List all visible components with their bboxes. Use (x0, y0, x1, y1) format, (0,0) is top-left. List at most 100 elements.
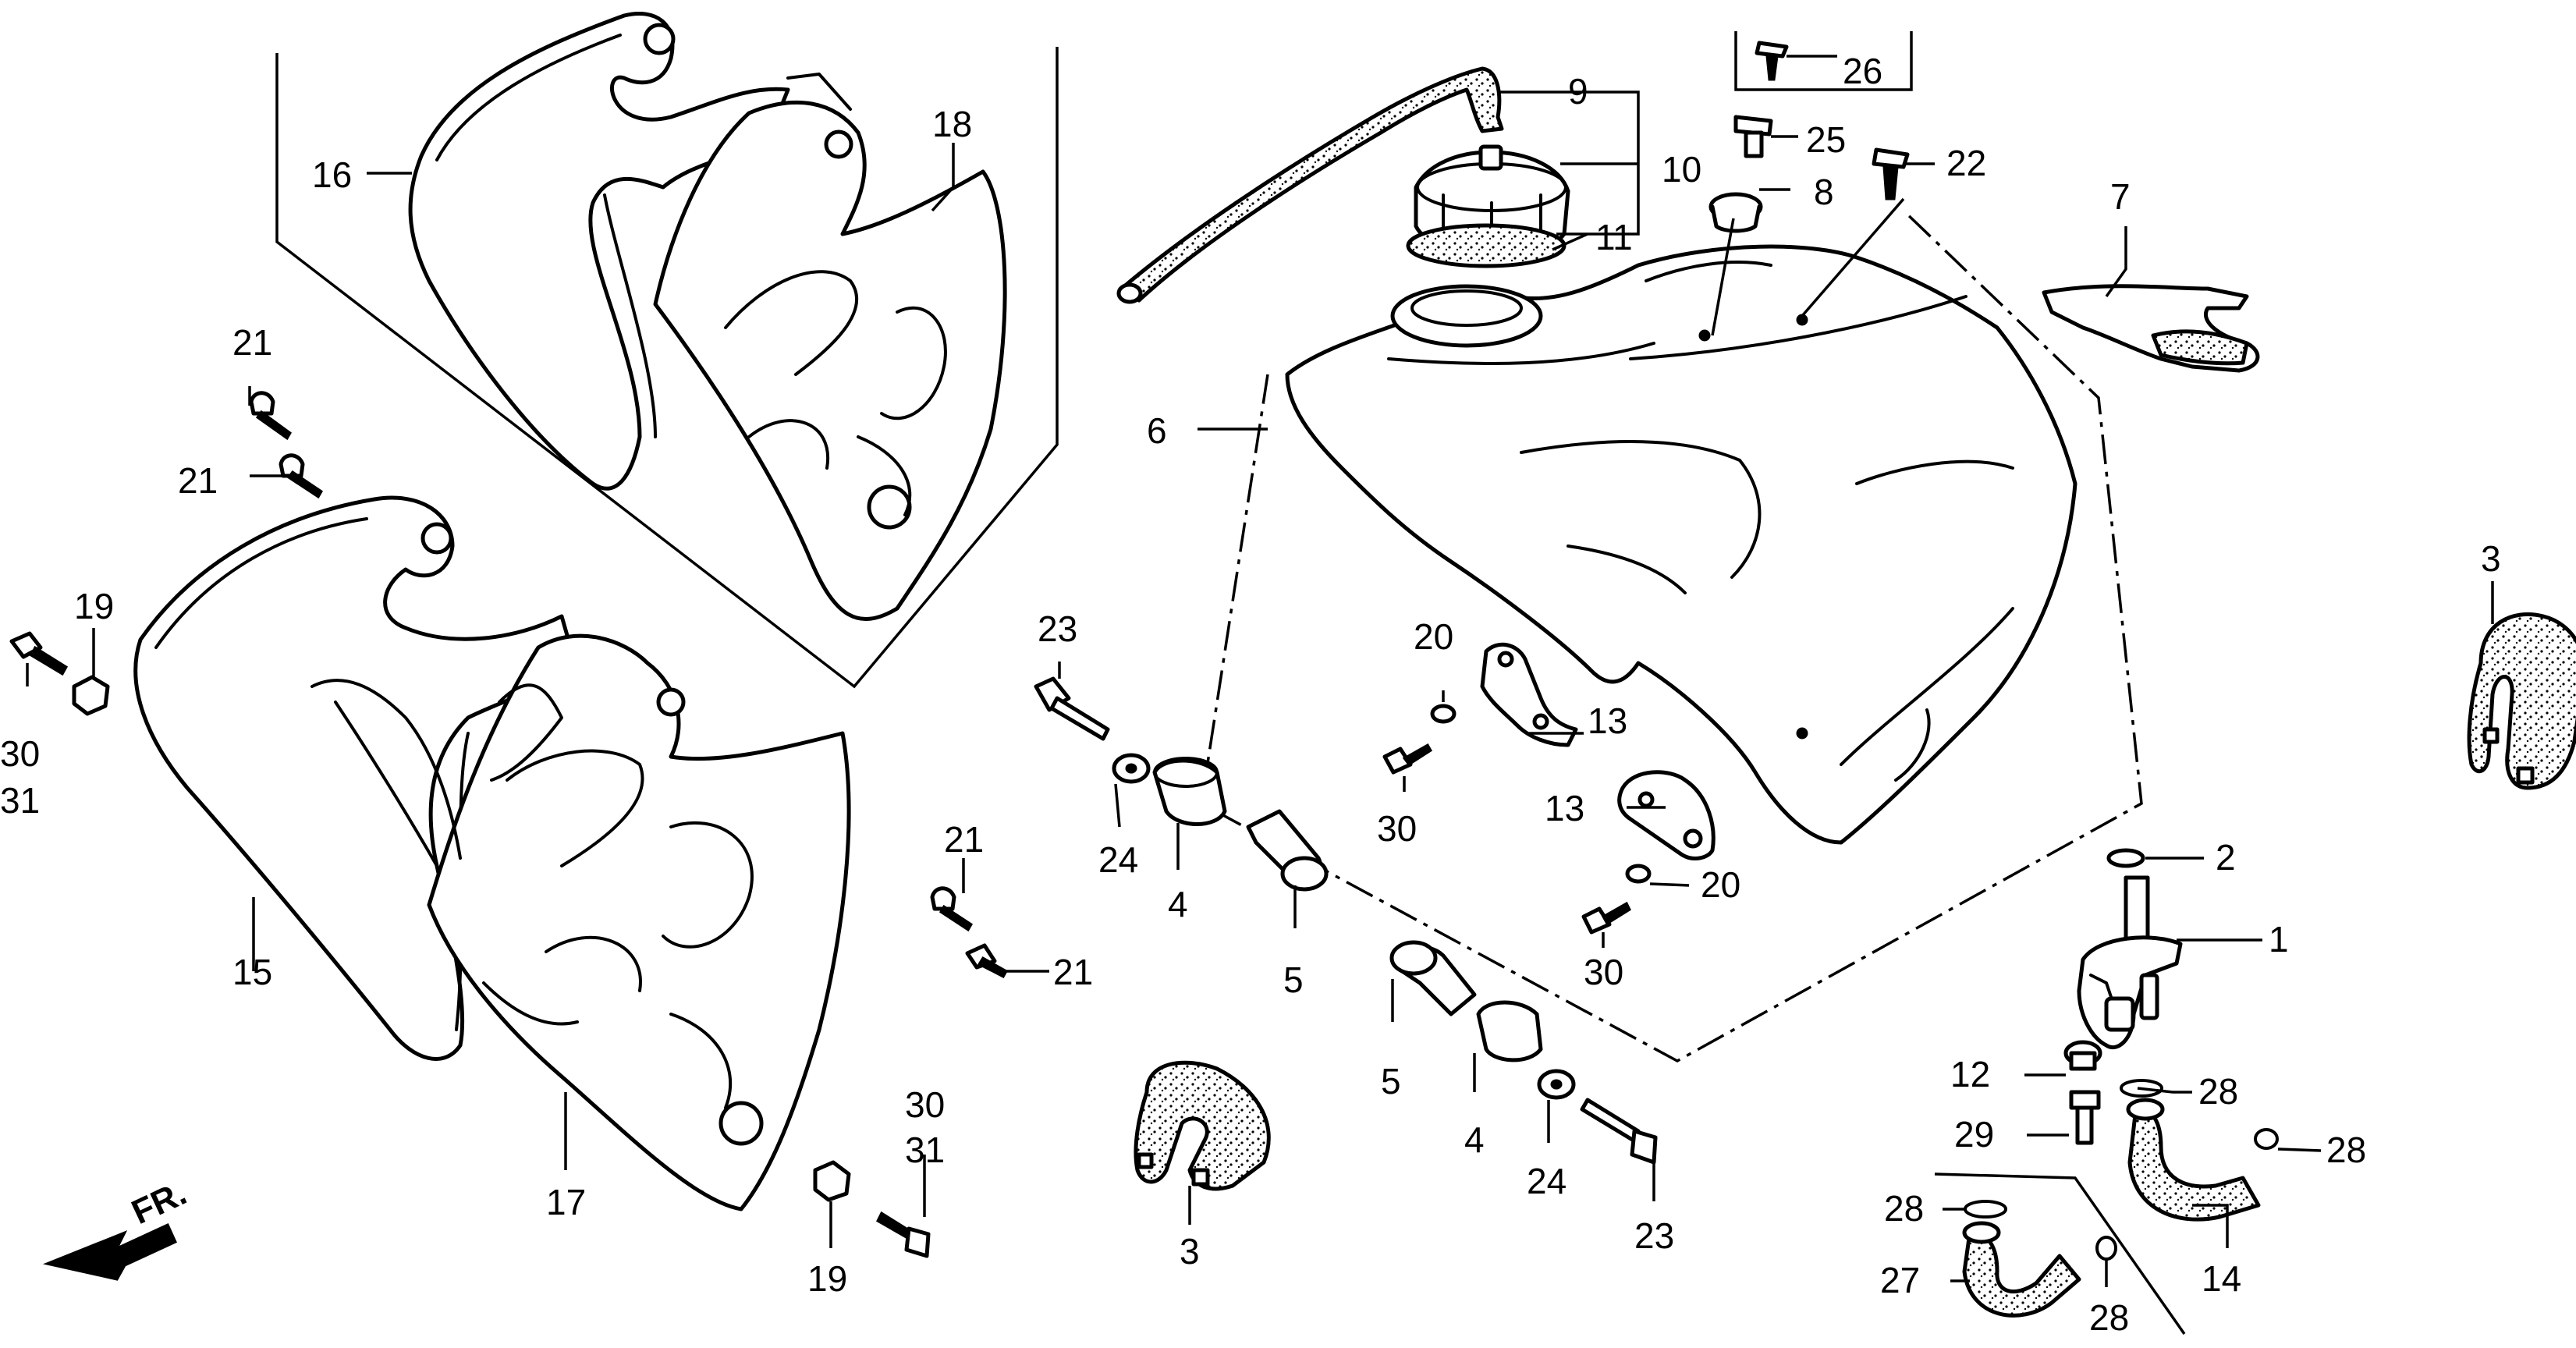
callout-8: 8 (1814, 172, 1834, 212)
callout-2: 2 (2216, 837, 2236, 878)
callout-15: 15 (232, 952, 272, 992)
collar-19-left (72, 675, 110, 716)
callout-labels: 16 18 21 21 19 30 31 15 17 19 30 31 21 2… (0, 51, 2501, 1338)
bolt-23-right (1580, 1098, 1658, 1165)
clip-28-d (2095, 1236, 2117, 1261)
screw-21-a (249, 391, 292, 441)
callout-25: 25 (1806, 119, 1846, 160)
callout-21: 21 (944, 819, 984, 860)
callout-11: 11 (1595, 217, 1633, 257)
washer-12 (2063, 1040, 2102, 1071)
cap-gasket-11 (1406, 223, 1567, 268)
bolt-23-left (1034, 676, 1110, 741)
fuel-valve-1 (2077, 875, 2183, 1049)
callout-18: 18 (932, 104, 972, 144)
callout-22: 22 (1946, 143, 1986, 183)
screw-25 (1733, 115, 1773, 158)
fuel-line-frame (1934, 1172, 2186, 1336)
clip-28-b (2254, 1128, 2279, 1150)
collar-5-left (1246, 809, 1329, 892)
washer-24-right (1537, 1069, 1576, 1100)
bolt-30-upper (1382, 743, 1433, 775)
leader-lines (26, 55, 2494, 1287)
callout-20: 20 (1414, 616, 1453, 657)
callout-31: 31 (0, 780, 40, 821)
callout-13: 13 (1588, 701, 1627, 741)
washer-24-left (1112, 753, 1151, 784)
clip-28-c (1964, 1200, 2007, 1219)
bracket-13-upper (1480, 642, 1578, 747)
bolt-29 (2069, 1090, 2101, 1145)
callout-13: 13 (1545, 788, 1584, 828)
callout-28: 28 (1884, 1188, 1924, 1229)
callout-16: 16 (312, 154, 352, 195)
callout-14: 14 (2202, 1258, 2241, 1299)
callout-4: 4 (1464, 1119, 1485, 1160)
collar-20-lower (1625, 864, 1652, 884)
screw-21-c (930, 886, 974, 932)
bolt-26 (1755, 41, 1789, 81)
screw-21-b (279, 453, 323, 499)
screw-22 (1872, 147, 1910, 200)
callout-31: 31 (905, 1130, 945, 1170)
bushing-4-left (1152, 757, 1227, 826)
callout-28: 28 (2089, 1297, 2129, 1338)
callout-4: 4 (1168, 884, 1188, 924)
clip-28-a (2120, 1079, 2163, 1098)
bolt-30-bottom (876, 1211, 931, 1258)
front-direction-arrow: FR. (42, 1174, 193, 1281)
bushing-4-right (1476, 1000, 1543, 1062)
washer-2 (2106, 848, 2145, 868)
callout-19: 19 (807, 1258, 847, 1299)
shroud-guard-15 (133, 495, 580, 1061)
callout-19: 19 (74, 586, 114, 626)
callout-21: 21 (1053, 952, 1093, 992)
fuel-tank-6 (1285, 244, 2077, 845)
callout-30: 30 (0, 733, 40, 774)
bolt-30-left (9, 631, 69, 676)
callout-21: 21 (178, 460, 218, 501)
callout-29: 29 (1954, 1114, 1994, 1155)
callout-17: 17 (546, 1182, 586, 1222)
callout-1: 1 (2269, 919, 2289, 960)
callout-30: 30 (1377, 808, 1417, 849)
callout-21: 21 (232, 322, 272, 363)
callout-26: 26 (1843, 51, 1882, 91)
callout-20: 20 (1701, 864, 1740, 905)
callout-12: 12 (1950, 1054, 1990, 1094)
shroud-guard-16 (408, 11, 790, 491)
rubber-clip-3-center (1134, 1060, 1271, 1191)
callout-5: 5 (1283, 960, 1304, 1000)
callout-6: 6 (1147, 410, 1167, 451)
bolt-26-frame (1734, 31, 1913, 91)
bracket-13-lower (1617, 770, 1716, 860)
callout-24: 24 (1098, 839, 1138, 880)
callout-30: 30 (1584, 952, 1623, 992)
callout-28: 28 (2198, 1071, 2238, 1112)
collar-20-upper (1430, 704, 1457, 724)
rubber-clip-3-right (2467, 612, 2576, 790)
shroud-17 (310, 633, 851, 1211)
collar-19-bottom (813, 1160, 851, 1202)
upper-shroud-frame (275, 47, 1059, 689)
tank-strap-7 (2042, 284, 2260, 373)
grommet-8 (1708, 192, 1763, 233)
callout-9: 9 (1568, 71, 1588, 112)
callout-3: 3 (2481, 538, 2501, 579)
callout-10: 10 (1662, 149, 1701, 190)
callout-28: 28 (2326, 1130, 2366, 1170)
callout-27: 27 (1880, 1260, 1920, 1300)
callout-24: 24 (1527, 1161, 1567, 1201)
breather-tube-9 (1116, 66, 1504, 304)
callout-3: 3 (1180, 1231, 1200, 1272)
shroud-18 (653, 73, 1007, 621)
fuel-line-27 (1962, 1221, 2081, 1318)
tank-dashed-outline (1200, 209, 2143, 1062)
collar-5-right (1389, 940, 1477, 1016)
fuel-line-14 (2126, 1098, 2261, 1222)
callout-5: 5 (1381, 1061, 1401, 1101)
callout-23: 23 (1038, 608, 1077, 649)
callout-7: 7 (2110, 176, 2131, 217)
front-direction-label: FR. (126, 1174, 193, 1232)
